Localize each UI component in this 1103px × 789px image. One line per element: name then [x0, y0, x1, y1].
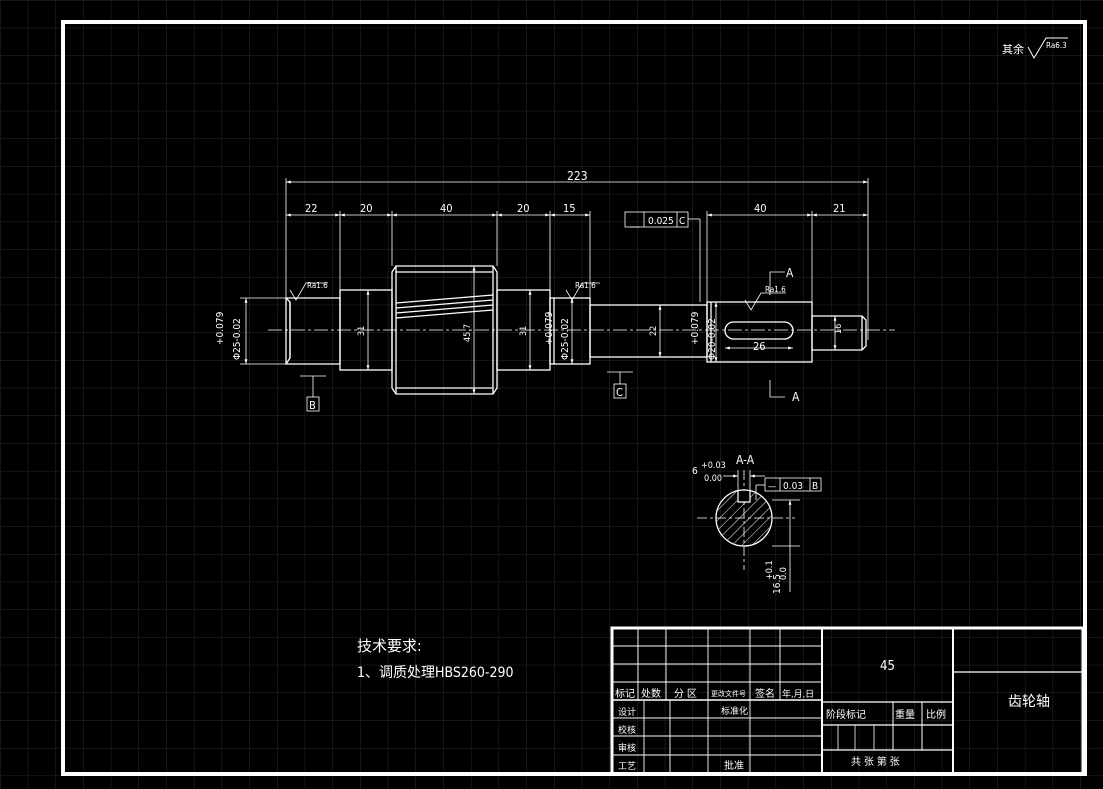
keyway-frame-symbol: — [768, 482, 776, 492]
row-label: 签名 [755, 687, 775, 700]
standardization-label: 标准化 [721, 705, 748, 717]
mid-bearing-diameter: Φ25-0.02 [560, 318, 571, 360]
tech-heading: 技术要求: [357, 637, 422, 655]
end-diameter: 16 [834, 324, 844, 334]
roughness-mark: Ra1.6 [765, 285, 786, 294]
part-name: 齿轮轴 [1008, 694, 1050, 710]
left-bearing-diameter: Φ25-0.02 [232, 318, 243, 360]
title-block [610, 626, 1085, 776]
left-label: 工艺 [618, 761, 636, 772]
technical-requirements: 技术要求: 1、调质处理HBS260-290 [357, 637, 514, 681]
roughness-general-value: Ra6.3 [1046, 41, 1067, 50]
section-marker-top: A [786, 266, 794, 280]
right-journal-diameter: Φ20-0.02 [707, 318, 718, 360]
title-block-texts: 45 齿轮轴 标记 处数 分 区 更改文件号 签名 年,月,日 设计 校核 审核… [615, 659, 1050, 772]
keyway-depth-upper: +0.1 [765, 560, 775, 580]
drawing-border [61, 20, 1087, 776]
tech-item: 1、调质处理HBS260-290 [357, 665, 514, 681]
general-roughness-note: 其余 Ra6.3 [1002, 37, 1068, 60]
tolerance-c-value: 0.025 [648, 216, 674, 227]
gear-diameter: 45.7 [463, 324, 473, 342]
row-label: 处数 [641, 687, 661, 700]
segment-length-label: 40 [440, 202, 453, 215]
keyway-width-upper: +0.03 [701, 461, 726, 471]
approve-label: 批准 [724, 759, 744, 772]
right-journal-upper-tol: +0.079 [690, 311, 701, 345]
row-label: 更改文件号 [711, 689, 746, 698]
segment-length-label: 40 [754, 202, 767, 215]
roughness-mark: Ra1.6 [575, 281, 596, 290]
tolerance-c-datum: C [679, 216, 685, 227]
keyway-length: 26 [753, 340, 766, 353]
scale-label: 比例 [926, 708, 946, 721]
left-bearing-upper-tol: +0.079 [215, 311, 226, 345]
row-label: 年,月,日 [782, 688, 814, 700]
dimension-texts: 223 22 20 40 20 15 40 21 0.025 C +0.079 … [215, 169, 846, 412]
left-label: 审核 [618, 742, 636, 754]
mid-bearing-upper-tol: +0.079 [544, 311, 555, 345]
keyway-depth-lower: 0.0 [779, 567, 789, 580]
segment-length-label: 15 [563, 202, 576, 215]
section-a-a: A-A 6 +0.03 0.00 — 0.03 [692, 453, 822, 594]
shaft-diameter: 22 [649, 326, 659, 336]
segment-length-label: 21 [833, 202, 846, 215]
overall-length-label: 223 [567, 169, 588, 183]
keyway-depth-value: 16.5 [772, 574, 783, 594]
left-label: 设计 [618, 706, 636, 718]
material-label: 45 [880, 659, 895, 674]
keyway-width-lower: 0.00 [704, 474, 722, 484]
shoulder-diameter: 31 [519, 326, 529, 336]
segment-length-label: 20 [517, 202, 530, 215]
segment-length-label: 20 [360, 202, 373, 215]
datum-c-label: C [616, 386, 623, 399]
dimension-lines [240, 178, 869, 412]
roughness-prefix: 其余 [1002, 42, 1024, 56]
shaft-front-view [268, 265, 895, 395]
keyway-width-value: 6 [692, 466, 698, 477]
stage-mark-label: 阶段标记 [826, 708, 866, 721]
keyway-frame-value: 0.03 [783, 481, 803, 492]
section-title: A-A [736, 453, 755, 467]
keyway-frame-datum: B [812, 481, 818, 492]
left-label: 校核 [618, 724, 636, 736]
sheets-label: 共 张 第 张 [851, 755, 900, 768]
roughness-mark: Ra1.6 [307, 281, 328, 290]
datum-b-label: B [309, 399, 316, 412]
row-label: 标记 [615, 688, 635, 700]
weight-label: 重量 [895, 708, 915, 721]
segment-length-label: 22 [305, 202, 318, 215]
row-label: 分 区 [674, 688, 697, 700]
section-marker-bottom: A [792, 390, 800, 404]
shoulder-diameter: 31 [357, 326, 367, 336]
